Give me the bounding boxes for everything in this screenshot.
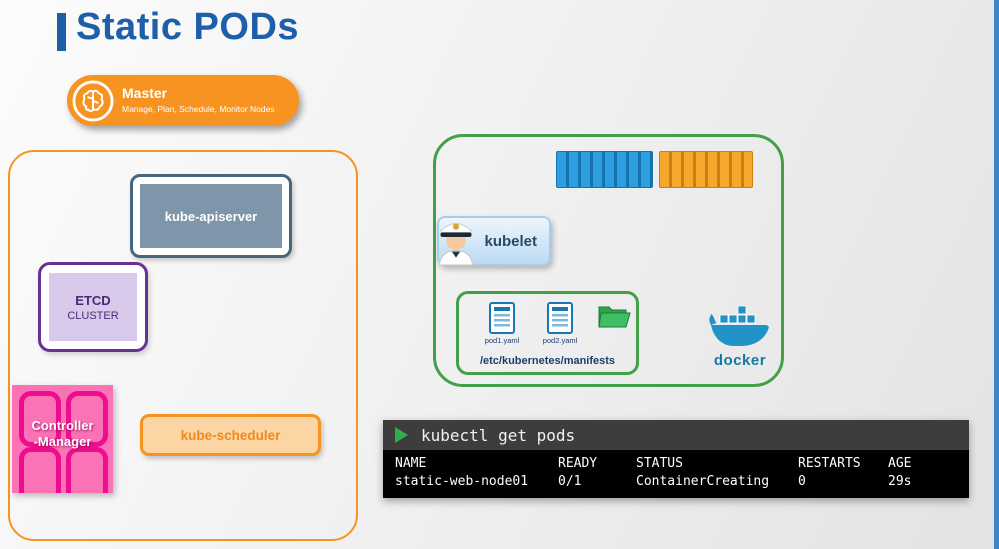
pod2-file-label: pod2.yaml: [542, 336, 578, 345]
kubelet-box: kubelet: [437, 216, 551, 266]
cell-age: 29s: [888, 474, 912, 489]
cell-ready: 0/1: [558, 474, 582, 489]
edge-accent-strip: [994, 0, 999, 549]
controller-manager-decor: [66, 391, 108, 447]
controller-manager-line2: -Manager: [33, 434, 92, 450]
controller-manager-label: Controller -Manager: [12, 418, 113, 451]
controller-manager-decor: [19, 391, 61, 447]
captain-icon: [433, 209, 479, 266]
kube-apiserver-box: kube-apiserver: [130, 174, 292, 258]
controller-manager-decor: [19, 447, 61, 493]
play-icon: [395, 427, 408, 443]
manifests-path-label: /etc/kubernetes/manifests: [479, 355, 616, 367]
control-plane-container: [8, 150, 358, 541]
terminal-body: NAME READY STATUS RESTARTS AGE static-we…: [383, 450, 969, 498]
etcd-subtitle: CLUSTER: [67, 309, 119, 322]
col-age: AGE: [888, 456, 912, 471]
container-stack-blue: [556, 151, 653, 188]
document-icon: [547, 302, 573, 334]
col-status: STATUS: [636, 456, 683, 471]
brain-icon: [72, 79, 114, 122]
kube-scheduler-label: kube-scheduler: [180, 427, 281, 443]
title-accent-bar: [57, 13, 66, 51]
col-restarts: RESTARTS: [798, 456, 861, 471]
terminal-window: kubectl get pods NAME READY STATUS RESTA…: [383, 420, 969, 498]
kube-apiserver-label: kube-apiserver: [140, 184, 282, 248]
terminal-table-row: static-web-node01 0/1 ContainerCreating …: [395, 473, 969, 491]
cell-name: static-web-node01: [395, 474, 529, 489]
manifests-box: pod1.yaml pod2.yaml /etc/kubernetes/mani…: [456, 291, 639, 375]
docker-whale-icon: [708, 305, 772, 353]
page-title: Static PODs: [76, 6, 300, 48]
terminal-command: kubectl get pods: [421, 425, 576, 445]
kube-scheduler-box: kube-scheduler: [140, 414, 321, 456]
master-text-block: Master Manage, Plan, Schedule, Monitor N…: [122, 85, 277, 114]
col-name: NAME: [395, 456, 427, 471]
master-subtitle: Manage, Plan, Schedule, Monitor Nodes: [122, 103, 275, 114]
etcd-inner: ETCD CLUSTER: [49, 273, 137, 341]
docker-logo: docker: [700, 303, 780, 369]
document-icon: [489, 302, 515, 334]
cell-restarts: 0: [798, 474, 806, 489]
cell-status: ContainerCreating: [636, 474, 770, 489]
container-stack-orange: [659, 151, 753, 188]
folder-icon: [597, 303, 631, 329]
col-ready: READY: [558, 456, 598, 471]
worker-node-container: [433, 134, 784, 387]
controller-manager-decor: [66, 447, 108, 493]
pod1-file-label: pod1.yaml: [484, 336, 520, 345]
master-label: Master: [122, 85, 168, 102]
kubelet-label: kubelet: [484, 232, 537, 250]
etcd-cluster-box: ETCD CLUSTER: [38, 262, 148, 352]
etcd-title: ETCD: [75, 292, 111, 308]
terminal-table-header: NAME READY STATUS RESTARTS AGE: [395, 455, 969, 473]
controller-manager-line1: Controller: [31, 418, 94, 433]
controller-manager-box: Controller -Manager: [12, 385, 113, 493]
docker-label: docker: [713, 352, 767, 369]
master-badge: Master Manage, Plan, Schedule, Monitor N…: [67, 75, 299, 126]
terminal-header: kubectl get pods: [383, 420, 969, 450]
